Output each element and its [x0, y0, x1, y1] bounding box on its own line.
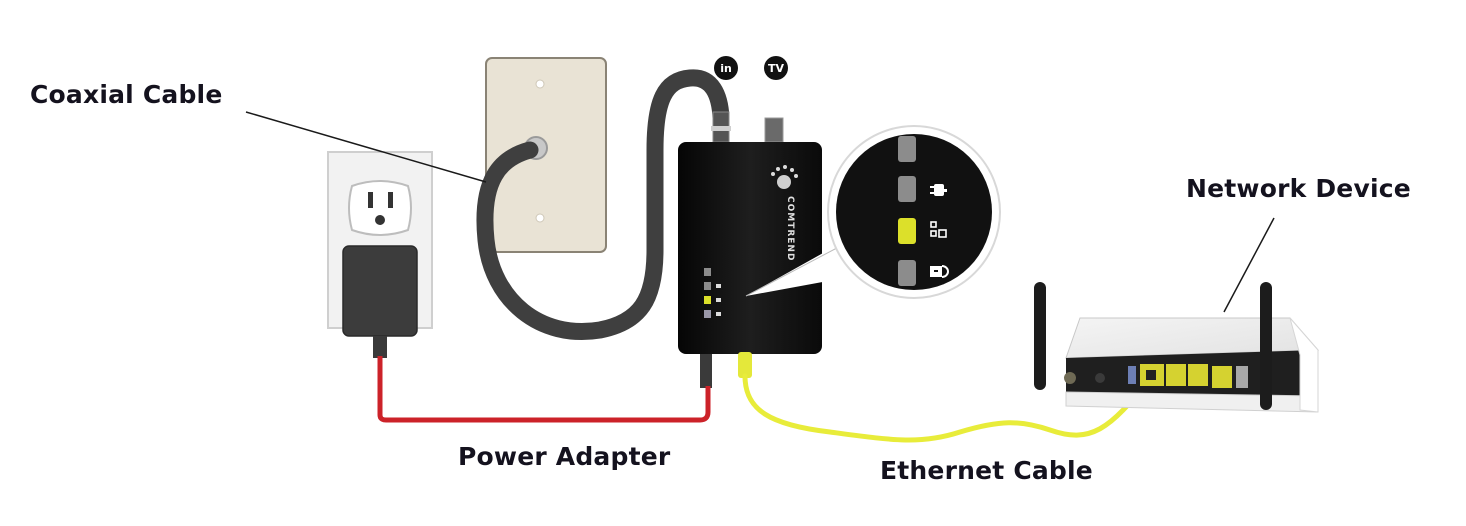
coax-connector-band: [711, 126, 731, 131]
led-small-4: [704, 310, 711, 318]
led-magnified-power: [898, 176, 916, 202]
coax-wall-plate: [485, 57, 607, 253]
outlet-ground: [375, 215, 385, 225]
router-antenna-connector: [1064, 372, 1076, 384]
coax-ethernet-adapter: COMTREND: [678, 142, 822, 354]
led-magnified-ethernet: [898, 218, 916, 244]
led-callout-magnifier: [827, 125, 1001, 299]
router-blue-port: [1128, 366, 1136, 384]
led-icon-small: [716, 298, 721, 302]
ethernet-plug-device: [738, 352, 752, 378]
coaxial-cable-leader: [245, 111, 487, 183]
router-lan-port-3: [1188, 364, 1208, 386]
power-adapter-brick: [342, 245, 418, 337]
dc-power-plug: [700, 354, 712, 388]
ethernet-cable-label: Ethernet Cable: [880, 456, 1093, 485]
router-power-jack: [1095, 373, 1105, 383]
coax-lock-icon: [930, 265, 949, 278]
ethernet-cable: [742, 373, 1153, 443]
network-icon: [930, 221, 947, 238]
coaxial-cable: [476, 69, 730, 340]
brand-name: COMTREND: [785, 196, 795, 261]
led-icon-small: [716, 284, 721, 288]
ethernet-plug-router: [1146, 370, 1156, 380]
network-device-leader: [1223, 217, 1275, 313]
tv-port-badge: TV: [764, 56, 788, 80]
network-device-router: [1034, 282, 1320, 413]
power-adapter-label: Power Adapter: [458, 442, 671, 471]
router-grey-port: [1236, 366, 1248, 388]
power-adapter-strain-relief: [373, 336, 387, 358]
led-small-2: [704, 282, 711, 290]
router-antenna-left: [1034, 282, 1046, 390]
led-small-3: [704, 296, 711, 304]
led-magnified-1: [898, 136, 916, 162]
in-port-badge: in: [714, 56, 738, 80]
brand-logo-icon: [771, 165, 798, 189]
network-device-label: Network Device: [1186, 174, 1411, 203]
callout-pointer: [746, 238, 866, 296]
outlet-slot: [368, 192, 373, 208]
coaxial-cable-label: Coaxial Cable: [30, 80, 223, 109]
power-cable: [377, 356, 711, 423]
router-wan-port: [1212, 366, 1232, 388]
tv-port-connector: [764, 117, 784, 143]
led-magnified-coax: [898, 260, 916, 286]
led-icon-small: [716, 312, 721, 316]
outlet-slot: [388, 192, 393, 208]
led-small-1: [704, 268, 711, 276]
router-antenna-right: [1260, 282, 1272, 410]
router-lan-port-2: [1166, 364, 1186, 386]
power-plug-icon: [930, 184, 947, 196]
